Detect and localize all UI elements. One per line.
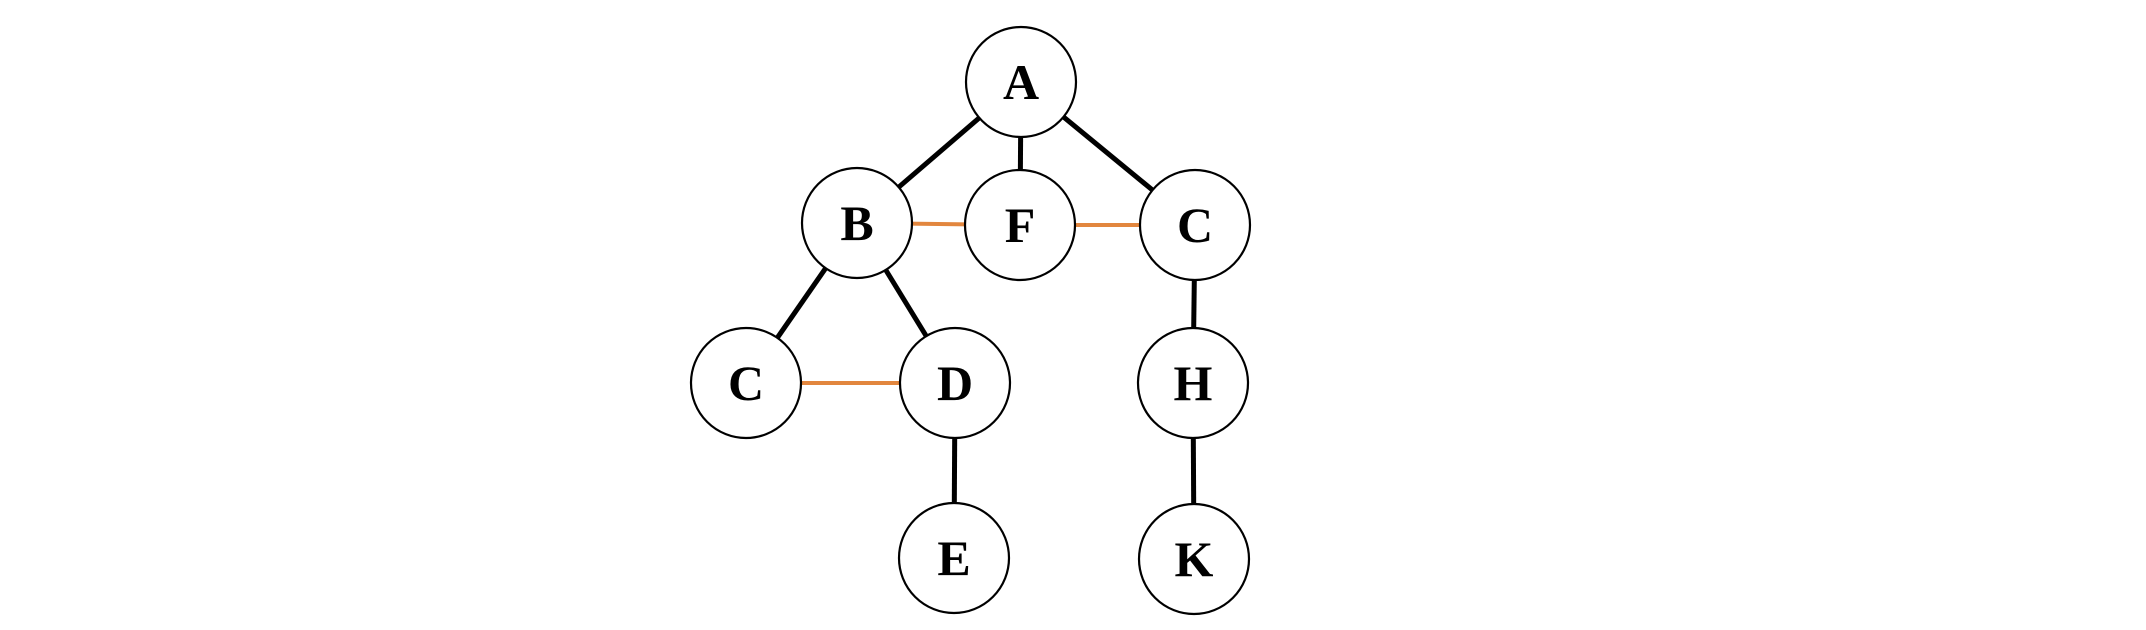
graph-node-C2: C bbox=[1138, 168, 1252, 282]
node-label-K: K bbox=[1175, 531, 1214, 587]
node-circle-D bbox=[898, 326, 1012, 440]
graph-node-H: H bbox=[1136, 326, 1250, 440]
node-label-C1: C bbox=[728, 355, 764, 411]
node-label-F: F bbox=[1005, 197, 1036, 253]
node-circle-A bbox=[964, 25, 1078, 139]
node-label-C2: C bbox=[1177, 197, 1213, 253]
node-circle-C2 bbox=[1138, 168, 1252, 282]
node-circle-K bbox=[1137, 502, 1251, 616]
node-circle-H bbox=[1136, 326, 1250, 440]
node-circle-E bbox=[897, 501, 1011, 615]
node-circle-F bbox=[963, 168, 1077, 282]
node-circle-C1 bbox=[689, 326, 803, 440]
graph-node-E: E bbox=[897, 501, 1011, 615]
node-label-D: D bbox=[937, 355, 973, 411]
graph-node-A: A bbox=[964, 25, 1078, 139]
graph-node-K: K bbox=[1137, 502, 1251, 616]
graph-node-D: D bbox=[898, 326, 1012, 440]
graph-node-F: F bbox=[963, 168, 1077, 282]
graph-node-B: B bbox=[800, 166, 914, 280]
node-circle-B bbox=[800, 166, 914, 280]
node-label-B: B bbox=[840, 195, 873, 251]
node-label-E: E bbox=[937, 530, 970, 586]
node-label-A: A bbox=[1003, 54, 1039, 110]
graph-node-C1: C bbox=[689, 326, 803, 440]
node-label-H: H bbox=[1174, 355, 1213, 411]
